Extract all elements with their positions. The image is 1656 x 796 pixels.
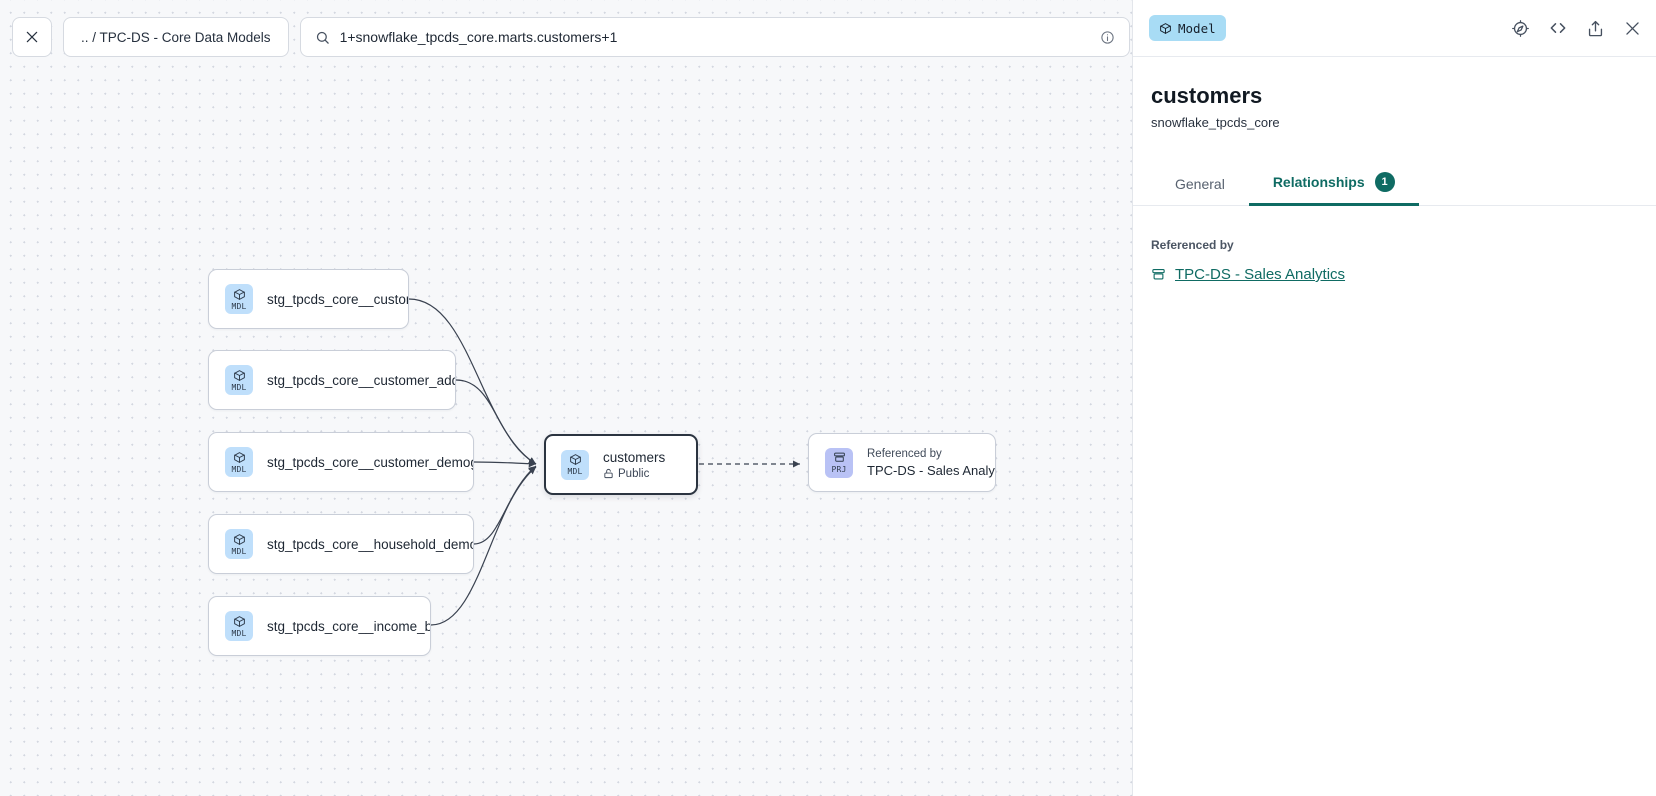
node-label: stg_tpcds_core__customer_address (267, 372, 455, 388)
node-badge-text: PRJ (831, 465, 847, 474)
graph-node[interactable]: MDL stg_tpcds_core__household_demogr… (208, 514, 474, 574)
panel-header: Model (1133, 0, 1656, 57)
cube-icon (1159, 22, 1172, 35)
tab-general[interactable]: General (1151, 166, 1249, 206)
node-label: customers (603, 449, 666, 465)
node-badge-text: MDL (231, 301, 247, 311)
cube-icon (233, 533, 246, 546)
tab-count-badge: 1 (1374, 172, 1395, 192)
info-icon[interactable] (1100, 30, 1115, 45)
entity-type-chip[interactable]: Model (1149, 15, 1226, 41)
node-badge-mdl: MDL (561, 449, 589, 480)
graph-node[interactable]: MDL stg_tpcds_core__customer_demogra… (208, 432, 474, 492)
node-badge-text: MDL (567, 467, 583, 476)
node-visibility: Public (603, 468, 665, 480)
project-node-caption: Referenced by (867, 447, 942, 460)
cube-icon (233, 369, 246, 382)
node-label: stg_tpcds_core__customer (267, 291, 408, 307)
node-label: stg_tpcds_core__customer_demogra… (267, 454, 473, 470)
details-panel: Model (1132, 0, 1656, 796)
node-visibility-text: Public (618, 467, 650, 480)
node-badge-mdl: MDL (225, 529, 253, 559)
search-icon (315, 30, 330, 45)
tab-label: General (1175, 176, 1225, 192)
page-subtitle: snowflake_tpcds_core (1151, 115, 1280, 130)
section-label-referenced-by: Referenced by (1151, 238, 1234, 252)
node-badge-text: MDL (231, 464, 247, 474)
lineage-compass-icon[interactable] (1511, 19, 1530, 38)
tab-relationships[interactable]: Relationships 1 (1248, 162, 1419, 206)
search-input[interactable]: 1+snowflake_tpcds_core.marts.customers+1 (299, 17, 1130, 57)
close-icon (24, 29, 40, 45)
node-badge-text: MDL (231, 546, 247, 556)
node-label: stg_tpcds_core__income_band (267, 618, 430, 634)
cube-icon (569, 453, 582, 466)
node-badge-mdl: MDL (225, 284, 253, 314)
graph-edges (408, 298, 800, 626)
graph-node-project[interactable]: PRJ Referenced by TPC-DS - Sales Analyti… (808, 433, 996, 492)
node-text-stack: customers Public (603, 450, 665, 480)
graph-node[interactable]: MDL stg_tpcds_core__customer (208, 269, 409, 329)
graph-node[interactable]: MDL stg_tpcds_core__income_band (208, 596, 431, 656)
breadcrumb-text: .. / TPC-DS - Core Data Models (81, 29, 271, 45)
lineage-canvas[interactable]: MDL stg_tpcds_core__customer MDL stg_tpc… (0, 0, 1132, 796)
close-button[interactable] (12, 17, 52, 57)
entity-type-label: Model (1178, 20, 1216, 36)
project-icon (833, 451, 846, 464)
breadcrumb[interactable]: .. / TPC-DS - Core Data Models (63, 17, 289, 57)
project-node-name: TPC-DS - Sales Analytics (867, 462, 995, 478)
tab-label: Relationships (1272, 174, 1365, 190)
cube-icon (233, 615, 246, 628)
cube-icon (233, 451, 246, 464)
search-value: 1+snowflake_tpcds_core.marts.customers+1 (339, 29, 618, 45)
panel-header-actions (1511, 18, 1642, 38)
close-icon[interactable] (1623, 19, 1642, 38)
cube-icon (233, 288, 246, 301)
node-badge-mdl: MDL (225, 611, 253, 641)
node-badge-prj: PRJ (825, 447, 853, 478)
graph-node-selected[interactable]: MDL customers Public (544, 434, 698, 495)
node-text-stack: Referenced by TPC-DS - Sales Analytics (867, 448, 995, 478)
node-label: stg_tpcds_core__household_demogr… (267, 536, 473, 552)
share-icon[interactable] (1586, 19, 1605, 38)
node-badge-text: MDL (231, 628, 247, 638)
node-badge-mdl: MDL (225, 365, 253, 395)
node-badge-mdl: MDL (225, 447, 253, 477)
project-icon (1151, 267, 1166, 282)
lock-icon (603, 468, 614, 479)
reference-link[interactable]: TPC-DS - Sales Analytics (1175, 266, 1346, 283)
page-title: customers (1151, 83, 1263, 108)
graph-node[interactable]: MDL stg_tpcds_core__customer_address (208, 350, 456, 410)
code-icon[interactable] (1548, 18, 1568, 38)
list-item[interactable]: TPC-DS - Sales Analytics (1133, 252, 1656, 283)
panel-tabs: General Relationships 1 (1133, 162, 1656, 206)
canvas-toolbar: .. / TPC-DS - Core Data Models 1+snowfla… (12, 17, 1132, 57)
panel-body: customers snowflake_tpcds_core General R… (1133, 57, 1656, 283)
node-badge-text: MDL (231, 382, 247, 392)
